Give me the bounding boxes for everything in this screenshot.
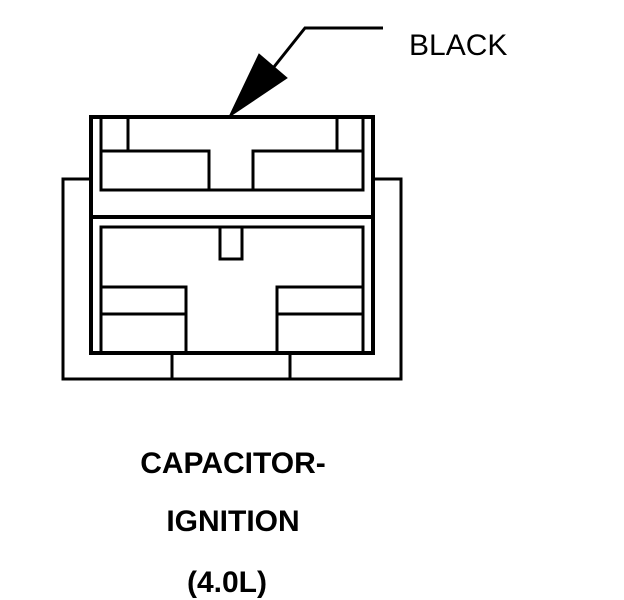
locking-tab bbox=[218, 227, 244, 261]
color-label: BLACK bbox=[409, 29, 507, 62]
connector-flange bbox=[61, 177, 403, 381]
caption-line-1: CAPACITOR- bbox=[140, 447, 326, 480]
caption-line-2: IGNITION bbox=[166, 505, 299, 538]
upper-terminal-left bbox=[101, 149, 211, 190]
caption-line-3: (4.0L) bbox=[187, 566, 267, 599]
connector-housing bbox=[89, 115, 375, 355]
lower-cavity-outline bbox=[99, 225, 365, 353]
upper-cavity-outline bbox=[99, 117, 365, 192]
caption: CAPACITOR- IGNITION (4.0L) bbox=[140, 447, 326, 599]
callout-leader bbox=[227, 26, 383, 119]
leader-arrowhead bbox=[227, 53, 288, 119]
lower-terminal-left bbox=[101, 285, 188, 353]
upper-terminal-right bbox=[251, 149, 363, 190]
connector-body bbox=[61, 115, 403, 381]
lower-terminal-right bbox=[275, 285, 363, 353]
